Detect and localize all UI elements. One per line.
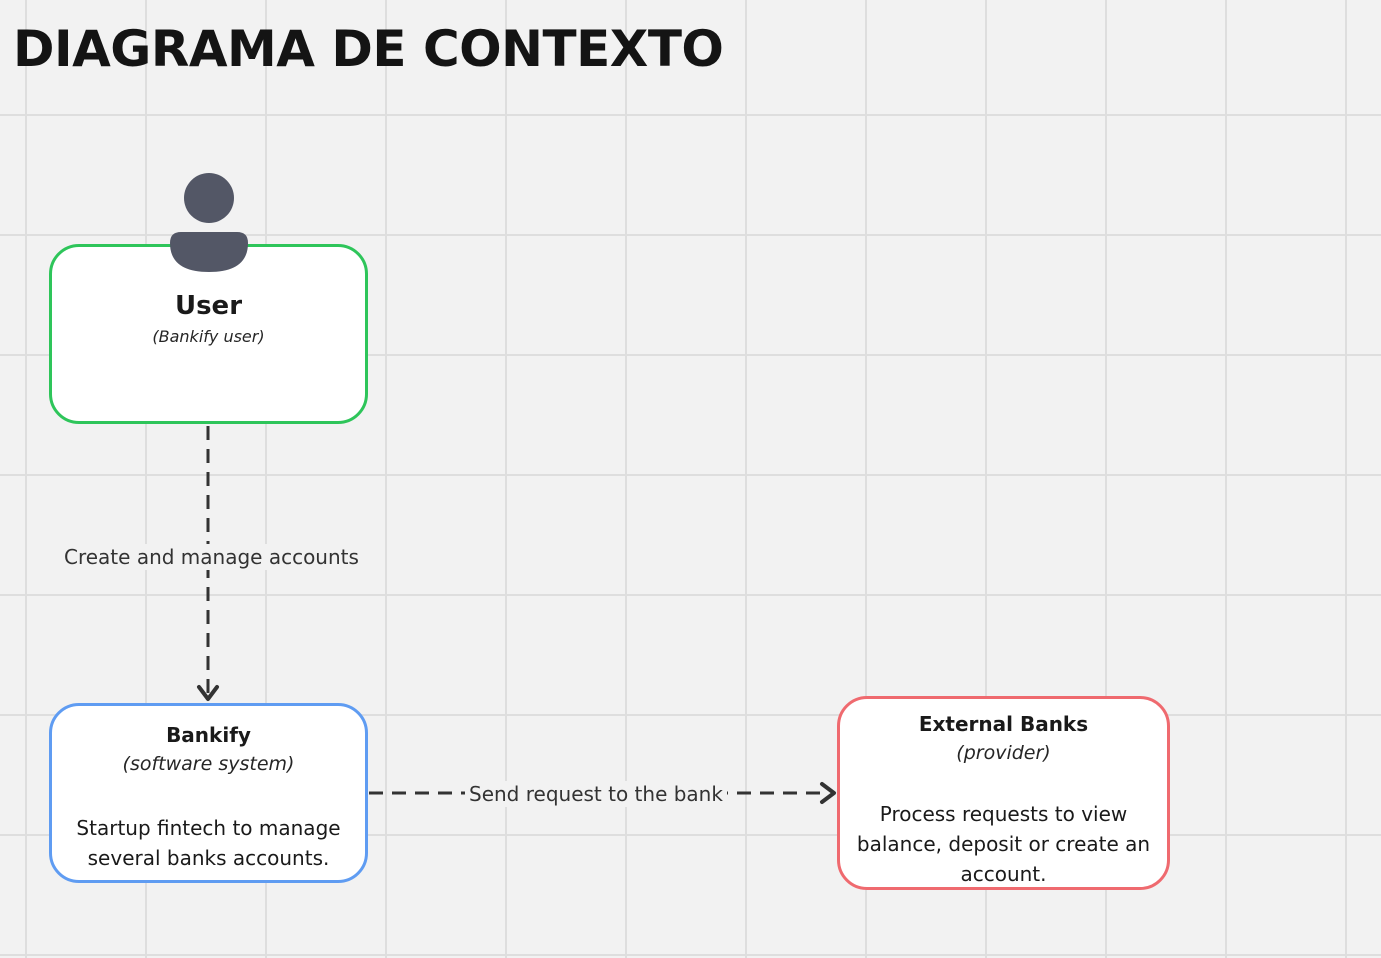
person-icon <box>170 173 248 272</box>
bankify-node-subtitle: (software system) <box>122 753 295 775</box>
bankify-node[interactable]: Bankify (software system) Startup fintec… <box>49 703 368 883</box>
external-banks-node-subtitle: (provider) <box>956 742 1051 764</box>
arrow-down-icon <box>197 685 219 701</box>
edge-label-send-request: Send request to the bank <box>465 781 727 807</box>
edge-label-create-accounts: Create and manage accounts <box>62 544 361 570</box>
external-banks-node-description: Process requests to view balance, deposi… <box>856 802 1151 886</box>
external-banks-node-title: External Banks <box>918 712 1089 736</box>
arrow-right-icon <box>820 782 836 804</box>
user-node[interactable]: User (Bankify user) <box>49 244 368 424</box>
bankify-node-title: Bankify <box>166 723 251 747</box>
user-node-subtitle: (Bankify user) <box>152 327 265 346</box>
user-node-title: User <box>174 291 243 321</box>
bankify-node-description: Startup fintech to manage several banks … <box>76 816 341 870</box>
page-title: DIAGRAMA DE CONTEXTO <box>13 20 724 78</box>
external-banks-node[interactable]: External Banks (provider) Process reques… <box>837 696 1170 890</box>
